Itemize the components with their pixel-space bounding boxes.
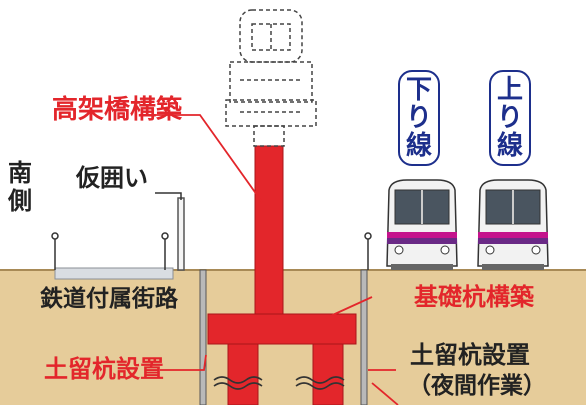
leader-lines: [150, 114, 399, 405]
crane-outline-icon: [225, 9, 317, 147]
badge-up-line-char-3: 線: [496, 131, 523, 162]
badge-down-line: 下 り 線: [398, 70, 440, 166]
wavy-break-icon: [213, 376, 345, 390]
lamp-post-icon: [364, 232, 372, 270]
badge-down-line-char-2: り: [405, 102, 432, 133]
badge-down-line-char-1: 下: [405, 74, 432, 105]
fence-leader-line: [155, 192, 182, 200]
viaduct-column: [254, 145, 284, 317]
foundation-pile-left: [227, 343, 259, 405]
fence-post-icon: [177, 197, 185, 271]
lamp-post-icon: [51, 232, 169, 270]
label-retaining-pile-left: 土留杭設置: [44, 355, 164, 383]
label-south-side: 南 側: [8, 159, 32, 215]
label-temporary-fence: 仮囲い: [76, 164, 148, 192]
foundation-footing: [207, 313, 357, 345]
retaining-wall-left: [199, 269, 207, 405]
label-south-side-char-2: 側: [8, 186, 32, 215]
badge-up-line-char-1: 上: [496, 74, 523, 105]
badge-down-line-char-3: 線: [405, 131, 432, 162]
access-road-slab: [54, 267, 174, 280]
foundation-pile-right: [312, 343, 344, 405]
train-icon: [386, 179, 458, 270]
label-railway-access-road: 鉄道付属街路: [40, 286, 178, 312]
label-night-work: （夜間作業）: [408, 373, 546, 399]
label-viaduct-construction: 高架橋構築: [52, 95, 183, 125]
label-foundation-pile-construction: 基礎杭構築: [414, 283, 534, 311]
badge-up-line: 上 り 線: [489, 70, 531, 166]
label-south-side-char-1: 南: [8, 159, 32, 187]
badge-up-line-char-2: り: [496, 102, 523, 133]
train-icon: [477, 179, 549, 270]
retaining-wall-right: [360, 269, 368, 405]
label-retaining-pile-right: 土留杭設置: [410, 341, 530, 369]
